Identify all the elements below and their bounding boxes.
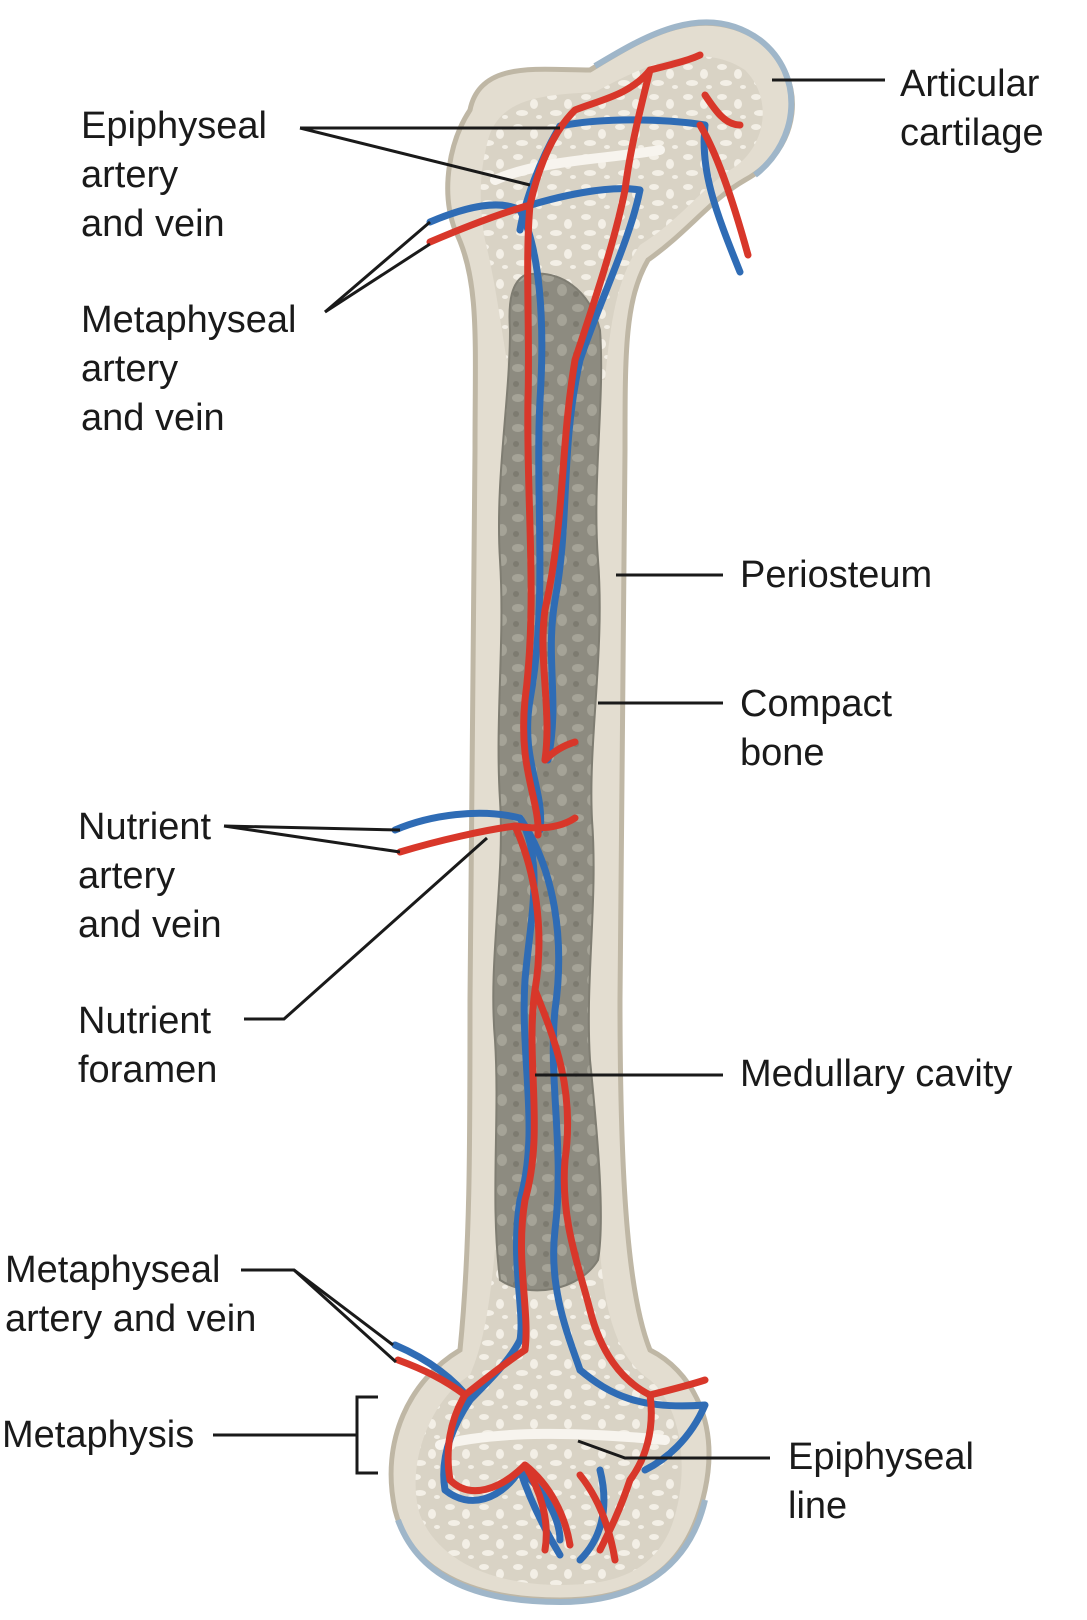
metaphysis-bracket	[355, 1395, 378, 1475]
arteries	[394, 51, 752, 1564]
leader-nutrient-foramen	[244, 836, 488, 1021]
label-periosteum: Periosteum	[740, 554, 933, 596]
epiphyseal-line-bottom	[435, 1428, 670, 1450]
label-nutrient-foramen: Nutrient foramen	[78, 1000, 218, 1091]
label-articular-cartilage: Articular cartilage	[900, 63, 1044, 154]
leader-metaphyseal-bottom-2	[293, 1268, 394, 1347]
label-compact-bone: Compact bone	[740, 683, 893, 774]
veins	[391, 116, 744, 1564]
label-epiphyseal-line: Epiphyseal line	[788, 1436, 974, 1527]
leader-metaphyseal-bottom	[241, 1268, 398, 1364]
label-metaphysis: Metaphysis	[2, 1414, 195, 1456]
leader-epiphyseal-2	[299, 126, 531, 187]
articular-cartilage-bottom	[395, 1499, 708, 1606]
leader-epiphyseal-line	[577, 1439, 770, 1460]
label-epiphyseal-artery-vein: Epiphyseal artery and vein	[81, 105, 267, 245]
label-medullary-cavity: Medullary cavity	[740, 1053, 1013, 1095]
medullary-cavity	[492, 272, 603, 1292]
articular-cartilage-top	[593, 19, 795, 178]
epiphyseal-line-top	[490, 145, 665, 185]
leader-nutrient-1	[223, 824, 401, 832]
leader-metaphyseal-top-1	[324, 220, 431, 314]
label-metaphyseal-artery-vein-bottom: Metaphyseal artery and vein	[5, 1249, 257, 1340]
label-metaphyseal-artery-vein-top: Metaphyseal artery and vein	[81, 299, 297, 439]
leader-nutrient-2	[223, 824, 401, 854]
leader-metaphyseal-top-2	[324, 242, 431, 314]
label-nutrient-artery-vein: Nutrient artery and vein	[78, 806, 222, 946]
leader-lines	[213, 78, 885, 1475]
